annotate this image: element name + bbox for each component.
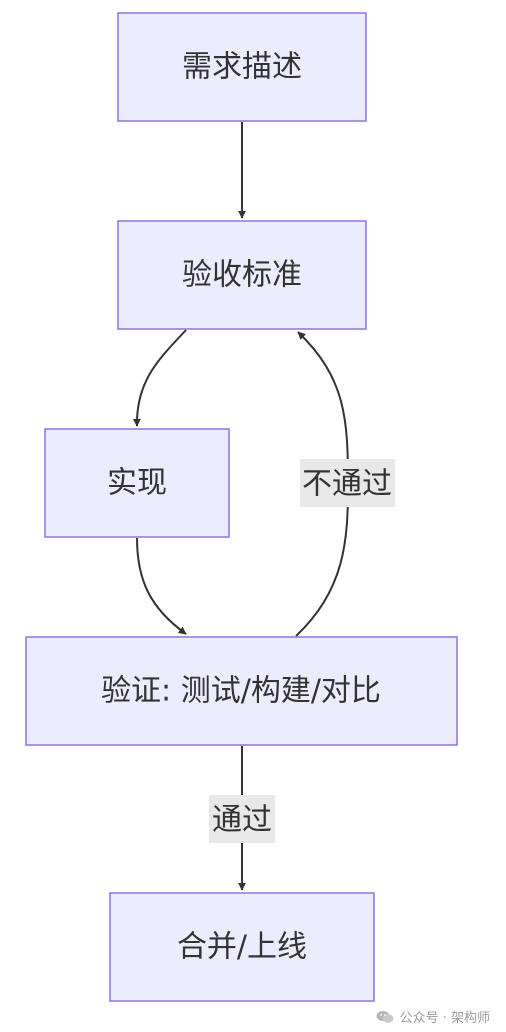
edge-label-fail: 不通过 bbox=[300, 459, 395, 507]
node-verify-label: 验证: 测试/构建/对比 bbox=[101, 674, 381, 709]
node-implement-label: 实现 bbox=[107, 466, 167, 501]
watermark: 公众号 · 架构师 bbox=[376, 1007, 490, 1026]
edge-label-fail-text: 不通过 bbox=[302, 467, 392, 502]
node-requirement-label: 需求描述 bbox=[182, 50, 302, 85]
edge-implement-to-verify bbox=[136, 537, 187, 635]
node-merge: 合并/上线 bbox=[109, 892, 375, 1002]
node-acceptance: 验收标准 bbox=[117, 220, 367, 330]
node-acceptance-label: 验收标准 bbox=[182, 258, 302, 293]
edge-label-pass-text: 通过 bbox=[212, 803, 272, 838]
node-implement: 实现 bbox=[44, 428, 230, 538]
node-verify: 验证: 测试/构建/对比 bbox=[25, 636, 458, 746]
wechat-icon bbox=[376, 1010, 394, 1023]
edge-acceptance-to-implement bbox=[132, 329, 187, 427]
watermark-text: 公众号 · 架构师 bbox=[399, 1011, 490, 1026]
edge-label-pass: 通过 bbox=[209, 795, 275, 843]
node-merge-label: 合并/上线 bbox=[177, 930, 307, 965]
node-requirement: 需求描述 bbox=[117, 12, 367, 122]
